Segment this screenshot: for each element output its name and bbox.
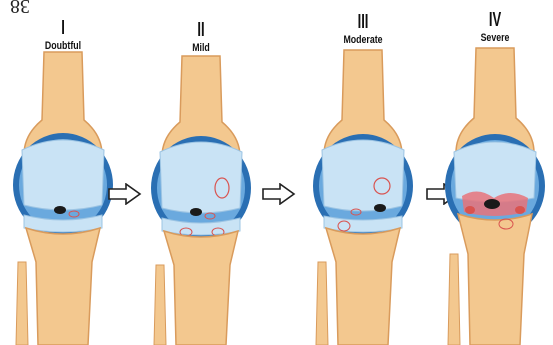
knee-joint-illustration bbox=[440, 0, 550, 345]
stage-severe: IV Severe bbox=[440, 0, 550, 345]
right-arrow-icon bbox=[262, 183, 296, 205]
stage-doubtful: I Doubtful bbox=[8, 0, 118, 345]
stage-moderate: III Moderate bbox=[308, 0, 418, 345]
knee-joint-illustration bbox=[308, 0, 418, 345]
stage-mild: II Mild bbox=[146, 0, 256, 345]
knee-joint-illustration bbox=[8, 0, 118, 345]
knee-joint-illustration bbox=[146, 0, 256, 345]
right-arrow-icon bbox=[108, 183, 142, 205]
